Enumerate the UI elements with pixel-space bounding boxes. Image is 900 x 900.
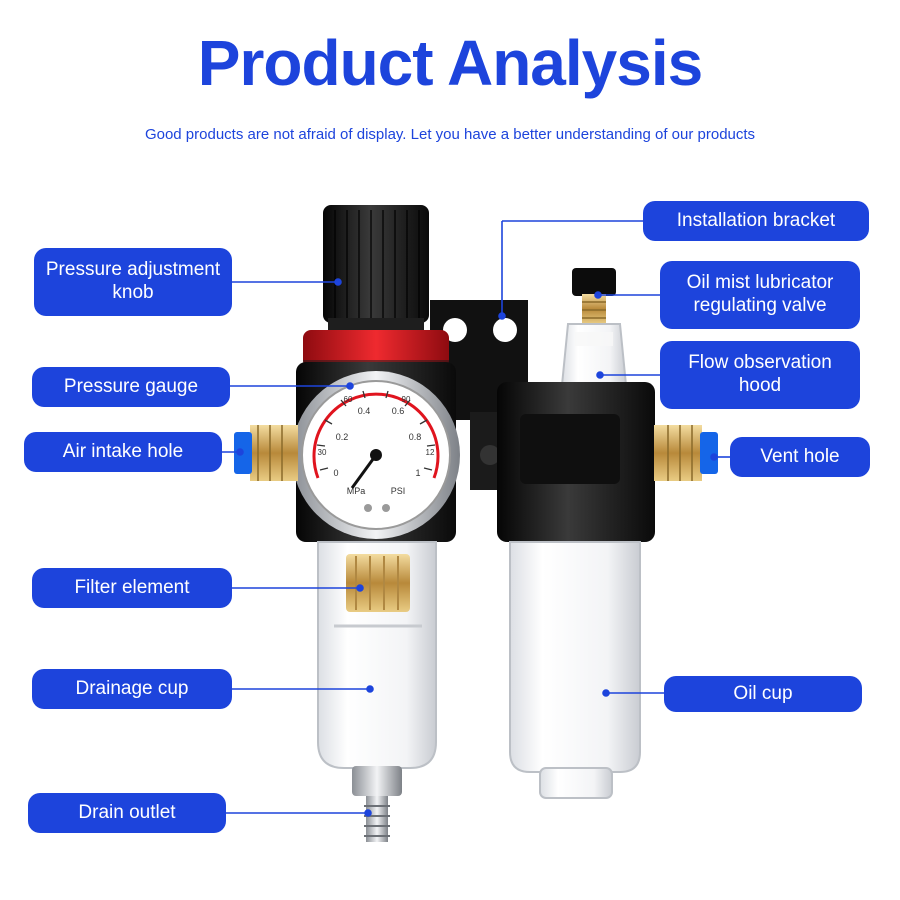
gauge-tick: 0	[333, 468, 338, 478]
gauge-tick: 0.6	[392, 406, 405, 416]
vent-fitting	[654, 425, 718, 481]
label-pressure-gauge: Pressure gauge	[32, 367, 230, 407]
bracket-hole	[493, 318, 517, 342]
flow-observation-hood	[560, 323, 628, 386]
filter-bowl	[317, 541, 437, 769]
oil-cup-bowl	[509, 541, 641, 799]
label-oil-cup: Oil cup	[664, 676, 862, 712]
gauge-tick: 1	[415, 468, 420, 478]
gauge-needle	[350, 454, 378, 489]
filter-element-core	[346, 554, 410, 612]
bracket-hole	[443, 318, 467, 342]
gauge-unit-mpa: MPa	[347, 486, 366, 496]
gauge-tick: 0.2	[336, 432, 349, 442]
gauge-tick: 12	[426, 448, 435, 457]
label-pressure-knob: Pressure adjustment knob	[34, 248, 232, 316]
gauge-tick: 30	[318, 448, 327, 457]
label-vent-hole: Vent hole	[730, 437, 870, 477]
label-air-intake: Air intake hole	[24, 432, 222, 472]
gauge-tick: 0.4	[358, 406, 371, 416]
gauge-tick: 60	[344, 395, 353, 404]
label-lubricator-valve: Oil mist lubricator regulating valve	[660, 261, 860, 329]
label-drainage-cup: Drainage cup	[32, 669, 232, 709]
drain-outlet-fitting	[352, 766, 402, 842]
lubricator-valve	[572, 268, 616, 324]
label-installation-bracket: Installation bracket	[643, 201, 869, 241]
label-flow-hood: Flow observation hood	[660, 341, 860, 409]
pressure-gauge-dial: 0 0.2 0.4 0.6 0.8 1 30 60 90 12 MPa PSI	[292, 371, 460, 539]
pressure-knob	[323, 205, 429, 332]
gauge-tick: 0.8	[409, 432, 422, 442]
page-subtitle: Good products are not afraid of display.…	[144, 126, 756, 143]
gauge-tick: 90	[402, 395, 411, 404]
page-title: Product Analysis	[197, 27, 703, 99]
label-filter-element: Filter element	[32, 568, 232, 608]
gauge-unit-psi: PSI	[391, 486, 406, 496]
label-drain-outlet: Drain outlet	[28, 793, 226, 833]
